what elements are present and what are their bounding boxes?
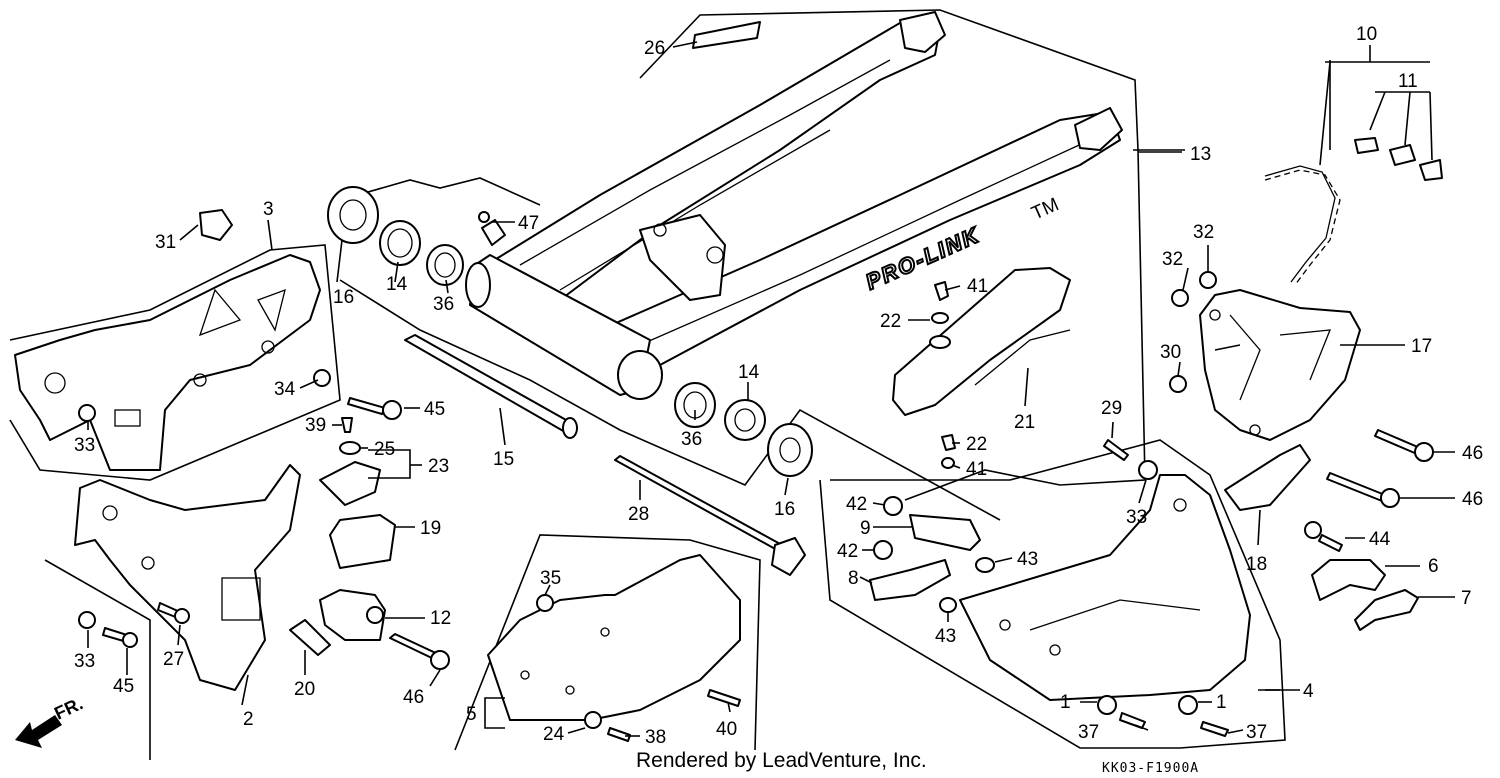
- part-label-12: 12: [430, 608, 451, 629]
- part-label-23: 23: [428, 456, 449, 477]
- part-label-31: 31: [155, 232, 176, 253]
- part-label-25: 25: [374, 439, 395, 460]
- part-label-8: 8: [848, 568, 859, 589]
- render-credit: Rendered by LeadVenture, Inc.: [636, 749, 927, 772]
- part-label-14a: 14: [386, 274, 408, 295]
- part-label-37b: 37: [1246, 722, 1267, 743]
- front-arrow-icon: [15, 715, 62, 748]
- part-label-41b: 41: [966, 459, 987, 480]
- part-label-10: 10: [1356, 24, 1377, 45]
- part-label-41a: 41: [967, 276, 988, 297]
- part-label-20: 20: [294, 679, 315, 700]
- part-label-7: 7: [1461, 588, 1472, 609]
- part-label-24: 24: [543, 724, 565, 745]
- group-boundary-lines: [9, 9, 1430, 760]
- part-label-32a: 32: [1162, 249, 1183, 270]
- pro-link-tm: TM: [1028, 194, 1062, 224]
- drive-chain: [1264, 137, 1443, 286]
- small-parts: [78, 209, 450, 670]
- part-label-15: 15: [493, 449, 514, 470]
- part-label-13: 13: [1190, 144, 1211, 165]
- part-label-1b: 1: [1216, 692, 1227, 713]
- part-label-43a: 43: [1017, 549, 1038, 570]
- part-label-37a: 37: [1078, 722, 1099, 743]
- part-label-40: 40: [716, 719, 737, 740]
- part-label-42b: 42: [837, 541, 858, 562]
- leader-lines: [87, 41, 1455, 737]
- chain-slider: [892, 267, 1071, 469]
- part-label-14b: 14: [738, 362, 760, 383]
- part-label-29: 29: [1101, 398, 1122, 419]
- part-label-33a: 33: [74, 435, 95, 456]
- part-label-30: 30: [1160, 342, 1181, 363]
- part-label-35: 35: [540, 568, 561, 589]
- chain-guide: [1169, 271, 1434, 631]
- part-label-45a: 45: [424, 399, 445, 420]
- part-label-16a: 16: [333, 287, 354, 308]
- part-label-46c: 46: [403, 687, 424, 708]
- part-label-19: 19: [420, 518, 441, 539]
- part-label-33c: 33: [1126, 507, 1147, 528]
- part-label-18: 18: [1246, 554, 1267, 575]
- rear-guard: [869, 439, 1251, 737]
- part-label-43b: 43: [935, 626, 956, 647]
- swingarm: PRO-LINK TM: [465, 11, 1123, 400]
- part-label-28: 28: [628, 504, 649, 525]
- part-label-9: 9: [860, 518, 871, 539]
- part-label-32b: 32: [1193, 222, 1214, 243]
- part-label-42a: 42: [846, 494, 867, 515]
- part-label-33b: 33: [74, 651, 95, 672]
- part-label-34: 34: [274, 379, 296, 400]
- part-label-46b: 46: [1462, 489, 1483, 510]
- part-label-11: 11: [1398, 71, 1418, 92]
- part-label-22a: 22: [880, 311, 901, 332]
- part-label-4: 4: [1303, 681, 1314, 702]
- part-label-1a: 1: [1060, 692, 1071, 713]
- part-number-labels: 1 1 2 3 4 5 6 7 8 9 10 11 12 13 14 14 15…: [74, 24, 1483, 748]
- part-label-27: 27: [163, 649, 184, 670]
- slider-plate: [487, 554, 741, 742]
- part-label-36b: 36: [681, 429, 702, 450]
- lower-left-plate: [74, 464, 301, 691]
- part-label-36a: 36: [433, 294, 454, 315]
- part-label-21: 21: [1014, 412, 1035, 433]
- part-label-3: 3: [263, 199, 274, 220]
- bearings-and-seals: [327, 186, 813, 477]
- front-direction-indicator: FR.: [15, 693, 86, 748]
- part-label-44: 44: [1369, 529, 1391, 550]
- long-bolt: [614, 455, 783, 551]
- part-label-2: 2: [243, 709, 254, 730]
- part-label-22b: 22: [966, 434, 987, 455]
- part-label-38: 38: [645, 727, 666, 748]
- part-label-17: 17: [1411, 336, 1432, 357]
- part-label-6: 6: [1428, 556, 1439, 577]
- drawing-code: KK03-F1900A: [1102, 761, 1199, 776]
- left-guard: [14, 254, 321, 471]
- sticker-part: [692, 21, 761, 49]
- part-label-5: 5: [466, 704, 477, 725]
- part-label-26: 26: [644, 38, 665, 59]
- part-label-47: 47: [518, 213, 539, 234]
- part-label-39: 39: [305, 415, 326, 436]
- part-label-16b: 16: [774, 499, 795, 520]
- part-label-46a: 46: [1462, 443, 1483, 464]
- part-label-45b: 45: [113, 676, 134, 697]
